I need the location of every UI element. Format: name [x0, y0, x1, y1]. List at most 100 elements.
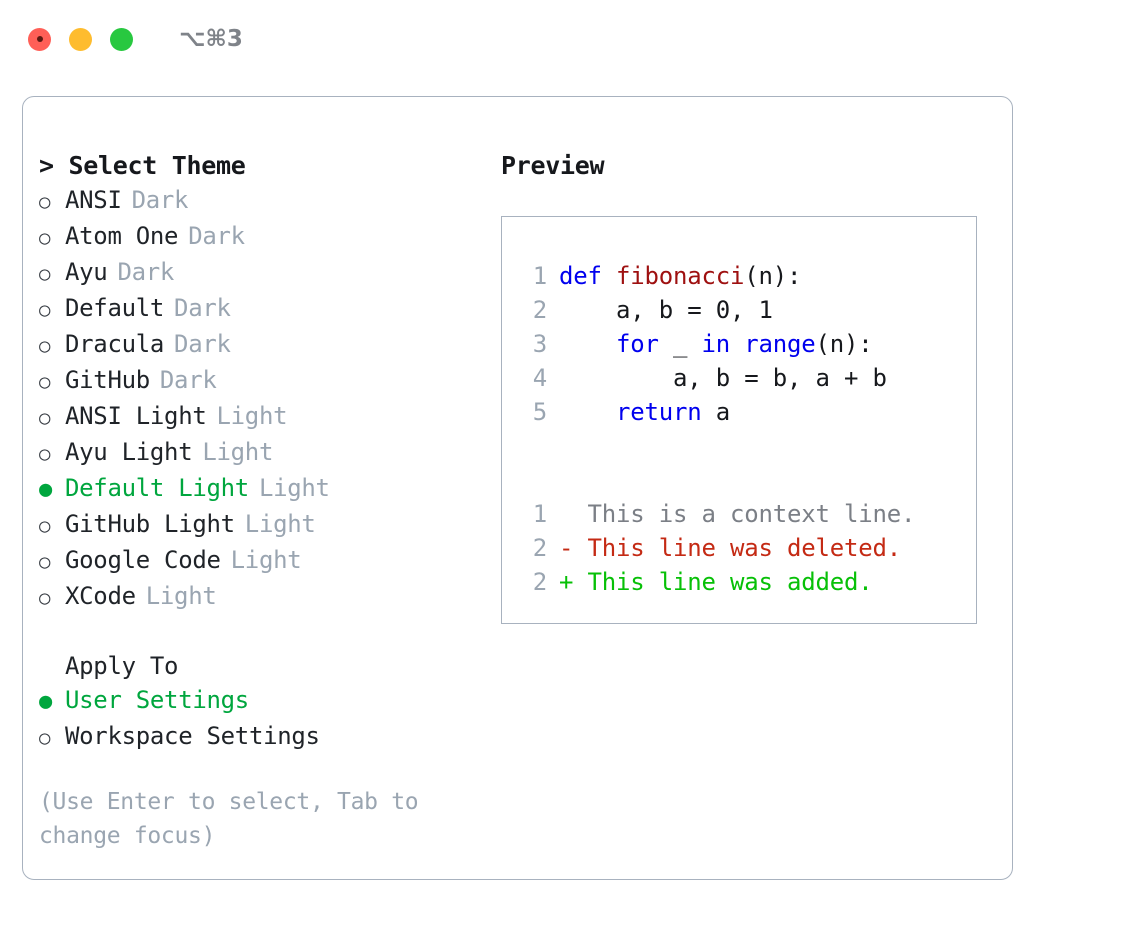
radio-icon[interactable]: ○ — [39, 299, 51, 321]
preview-heading: Preview — [501, 151, 605, 180]
select-theme-heading-label: Select Theme — [68, 151, 246, 180]
code-line-content: for _ in range(n): — [559, 327, 873, 361]
theme-option-ayu-dark[interactable]: ○ Ayu Dark — [39, 255, 489, 291]
theme-option-category: Light — [145, 582, 217, 610]
theme-option-label: Ayu — [65, 258, 108, 286]
theme-option-label: ANSI Light — [65, 402, 207, 430]
keyboard-shortcut-label: ⌥⌘3 — [179, 26, 243, 52]
section-spacer — [39, 615, 489, 649]
theme-option-category: Dark — [188, 222, 245, 250]
radio-icon[interactable]: ○ — [39, 335, 51, 357]
line-number: 1 — [532, 262, 547, 290]
theme-option-ansi-dark[interactable]: ○ ANSI Dark — [39, 183, 489, 219]
line-number: 1 — [532, 500, 547, 528]
code-token-keyword: return — [616, 398, 702, 426]
theme-option-label: Atom One — [65, 222, 179, 250]
theme-option-atom-one-dark[interactable]: ○ Atom One Dark — [39, 219, 489, 255]
title-bar: ⌥⌘3 — [0, 0, 1140, 78]
maximize-button-icon[interactable] — [110, 27, 133, 51]
theme-option-label: ANSI — [65, 186, 122, 214]
theme-option-ansi-light[interactable]: ○ ANSI Light Light — [39, 399, 489, 435]
code-line: 3 for _ in range(n): — [517, 327, 970, 361]
minimize-button-icon[interactable] — [69, 27, 92, 51]
theme-option-label: GitHub — [65, 366, 150, 394]
theme-option-label: GitHub Light — [65, 510, 235, 538]
theme-option-github-light[interactable]: ○ GitHub Light Light — [39, 507, 489, 543]
diff-gap-line — [517, 463, 970, 497]
diff-line-content: - This line was deleted. — [559, 534, 901, 562]
theme-picker-column: > Select Theme ○ ANSI Dark ○ Atom One Da… — [39, 149, 489, 853]
select-theme-heading: > Select Theme — [39, 149, 489, 183]
keyboard-hint-text: (Use Enter to select, Tab to change focu… — [39, 789, 419, 849]
diff-line-added: 2 + This line was added. — [517, 565, 970, 599]
code-line: 1 def fibonacci(n): — [517, 259, 970, 293]
code-token-plain: a — [701, 398, 730, 426]
code-token-plain: a, b = 0, 1 — [559, 296, 773, 324]
preview-code-area: 1 def fibonacci(n): 2 a, b = 0, 1 3 for … — [517, 259, 970, 599]
code-blank-line — [517, 429, 970, 463]
apply-to-heading: Apply To — [39, 649, 489, 683]
theme-option-label: Default — [65, 294, 165, 322]
diff-line-context: 1 This is a context line. — [517, 497, 970, 531]
apply-to-heading-label: Apply To — [65, 652, 179, 680]
apply-to-option-label: User Settings — [65, 686, 249, 714]
line-number: 3 — [532, 330, 547, 358]
line-number: 2 — [532, 534, 547, 562]
radio-icon[interactable]: ○ — [39, 443, 51, 465]
theme-option-label: XCode — [65, 582, 136, 610]
theme-option-default-light[interactable]: ● Default Light Light — [39, 471, 489, 507]
theme-option-category: Dark — [159, 366, 217, 394]
theme-option-category: Light — [230, 546, 302, 574]
theme-option-category: Light — [244, 510, 316, 538]
theme-option-category: Dark — [174, 330, 231, 358]
traffic-lights — [28, 27, 133, 51]
code-line-content: def fibonacci(n): — [559, 259, 801, 293]
theme-option-dracula-dark[interactable]: ○ Dracula Dark — [39, 327, 489, 363]
code-token-keyword: for — [616, 330, 659, 358]
code-line: 2 a, b = 0, 1 — [517, 293, 970, 327]
code-token-plain — [559, 330, 616, 358]
code-line-content: return a — [559, 395, 730, 429]
theme-option-xcode-light[interactable]: ○ XCode Light — [39, 579, 489, 615]
code-token-plain: (n): — [815, 330, 873, 358]
apply-to-option-user-settings[interactable]: ● User Settings — [39, 683, 489, 719]
code-token-builtin: range — [744, 330, 816, 358]
radio-selected-icon[interactable]: ● — [39, 689, 52, 714]
code-line-content: a, b = b, a + b — [559, 361, 887, 395]
preview-column: Preview 1 def fibonacci(n): 2 a, b = 0, … — [501, 149, 1001, 624]
radio-icon[interactable]: ○ — [39, 371, 51, 393]
radio-icon[interactable]: ○ — [39, 407, 51, 429]
theme-option-default-dark[interactable]: ○ Default Dark — [39, 291, 489, 327]
theme-option-category: Dark — [117, 258, 175, 286]
radio-icon[interactable]: ○ — [39, 515, 51, 537]
theme-option-label: Dracula — [65, 330, 165, 358]
close-button-icon[interactable] — [28, 27, 51, 51]
code-line: 5 return a — [517, 395, 970, 429]
radio-selected-icon[interactable]: ● — [39, 477, 52, 502]
theme-option-category: Light — [202, 438, 274, 466]
theme-option-label: Google Code — [65, 546, 221, 574]
diff-line-content: This is a context line. — [559, 500, 916, 528]
theme-option-label: Default Light — [65, 474, 249, 502]
theme-option-google-code-light[interactable]: ○ Google Code Light — [39, 543, 489, 579]
radio-icon[interactable]: ○ — [39, 587, 51, 609]
preview-box: 1 def fibonacci(n): 2 a, b = 0, 1 3 for … — [501, 216, 977, 624]
line-number: 2 — [532, 296, 547, 324]
code-token-keyword: def — [559, 262, 616, 290]
radio-icon[interactable]: ○ — [39, 551, 51, 573]
code-token-function: fibonacci — [616, 262, 745, 290]
radio-icon[interactable]: ○ — [39, 727, 51, 749]
theme-option-github-dark[interactable]: ○ GitHub Dark — [39, 363, 489, 399]
main-panel: > Select Theme ○ ANSI Dark ○ Atom One Da… — [22, 96, 1013, 880]
theme-option-category: Light — [216, 402, 288, 430]
apply-to-option-workspace-settings[interactable]: ○ Workspace Settings — [39, 719, 489, 755]
radio-icon[interactable]: ○ — [39, 191, 51, 213]
radio-icon[interactable]: ○ — [39, 263, 51, 285]
radio-icon[interactable]: ○ — [39, 227, 51, 249]
diff-line-content: + This line was added. — [559, 568, 873, 596]
theme-option-category: Dark — [174, 294, 231, 322]
code-token-plain: a, b = b, a + b — [559, 364, 887, 392]
code-token-plain — [559, 398, 616, 426]
theme-option-ayu-light[interactable]: ○ Ayu Light Light — [39, 435, 489, 471]
theme-option-category: Dark — [131, 186, 189, 214]
